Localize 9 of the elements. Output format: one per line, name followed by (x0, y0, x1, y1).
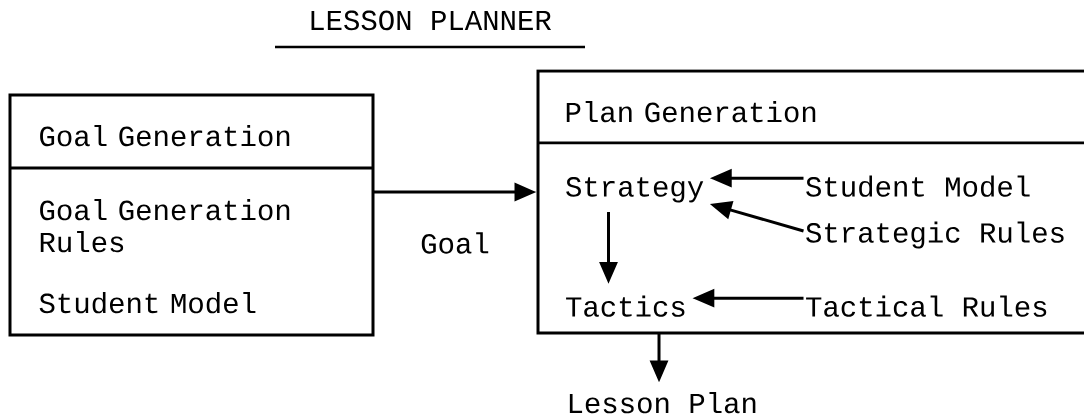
text-label: Tactical Rules (806, 295, 1047, 317)
text-label: Strategic Rules (806, 221, 1064, 249)
text-label: Strategy (566, 177, 704, 203)
text-label: Tactics (566, 295, 685, 317)
text-label: Lesson Plan (569, 392, 756, 414)
process-box: Goal Generation Goal Generation Rules Student Model (8, 93, 375, 337)
edge-label: Goal (421, 232, 489, 254)
title: LESSON PLANNER (311, 10, 552, 31)
text-label: Student Model (806, 175, 1030, 197)
